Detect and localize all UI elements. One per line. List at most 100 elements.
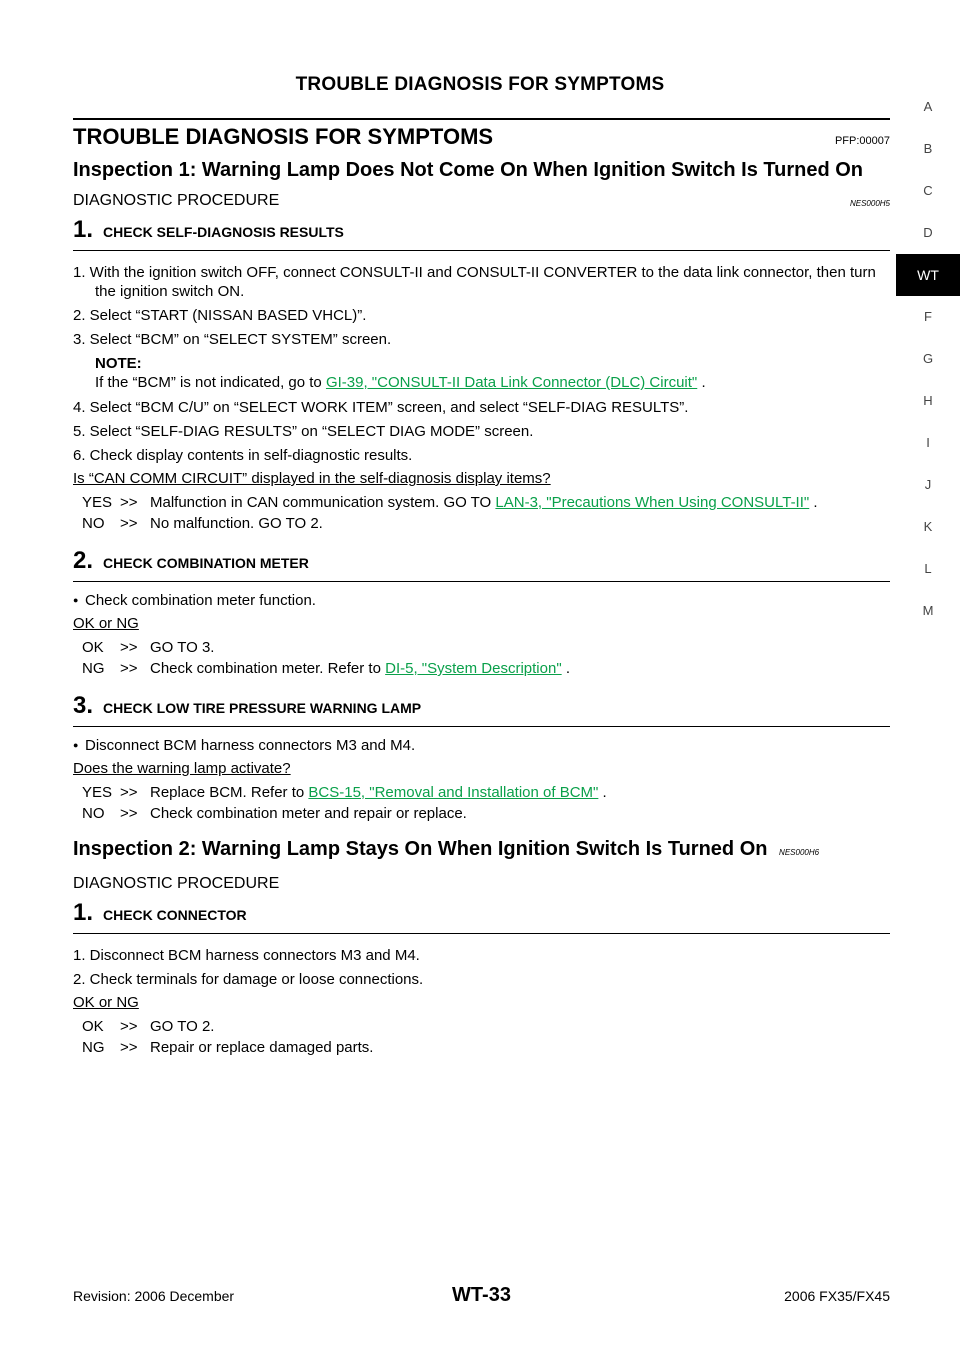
answer-text: Malfunction in CAN communication system.… [150, 494, 492, 511]
answer-text: GO TO 2. [150, 1018, 215, 1035]
link-gi-39[interactable]: GI-39, "CONSULT-II Data Link Connector (… [325, 374, 698, 391]
answer-label: NO [82, 805, 105, 822]
answer-yes: YES >> Malfunction in CAN communication … [82, 493, 890, 512]
arrow: >> [120, 515, 138, 532]
step-number: 2. [73, 547, 94, 574]
answer-content: Check combination meter. Refer to DI-5, … [150, 659, 570, 678]
tab-f[interactable]: F [924, 309, 932, 324]
answer-ng: NG >> Check combination meter. Refer to … [82, 659, 890, 678]
arrow: >> [120, 1018, 138, 1035]
answer-label: YES [82, 784, 113, 801]
list-item: 3. Select “BCM” on “SELECT SYSTEM” scree… [73, 331, 392, 348]
step-number: 3. [73, 692, 94, 719]
page-footer: Revision: 2006 December WT-33 2006 FX35/… [73, 1284, 890, 1308]
inspection-1-code: NES000H5 [849, 199, 890, 208]
note-text: If the “BCM” is not indicated, go to [95, 374, 322, 391]
tab-b[interactable]: B [923, 141, 933, 156]
section-title: TROUBLE DIAGNOSIS FOR SYMPTOMS PFP:00007 [73, 118, 890, 150]
link-bcs-15[interactable]: BCS-15, "Removal and Installation of BCM… [308, 784, 599, 801]
list-item: 6. Check display contents in self-diagno… [73, 447, 413, 464]
arrow: >> [120, 784, 138, 801]
page-number: WT-33 [452, 1284, 511, 1306]
inspection-1-title: Inspection 1: Warning Lamp Does Not Come… [73, 158, 890, 208]
arrow: >> [120, 805, 138, 822]
step-2-header: 2. CHECK COMBINATION METER [73, 547, 890, 582]
step-3-header: 3. CHECK LOW TIRE PRESSURE WARNING LAMP [73, 692, 890, 727]
step-number: 1. [73, 216, 94, 243]
answer-no: NO >> Check combination meter and repair… [82, 804, 890, 823]
answer-text: Check combination meter and repair or re… [150, 805, 467, 822]
answer-ok: OK >> GO TO 3. [82, 638, 890, 657]
tab-j[interactable]: J [924, 477, 932, 492]
step-1-header: 1. CHECK SELF-DIAGNOSIS RESULTS [73, 216, 890, 251]
arrow: >> [120, 1039, 138, 1056]
answer-label: NG [82, 660, 105, 677]
tab-c[interactable]: C [923, 183, 933, 198]
inspection-2-answers: OK >> GO TO 2. NG >> Repair or replace d… [73, 1017, 890, 1057]
answer-end: . [813, 494, 818, 511]
answer-text: Check combination meter. Refer to [150, 660, 381, 677]
step-1-answers: YES >> Malfunction in CAN communication … [73, 493, 890, 533]
step-3-answers: YES >> Replace BCM. Refer to BCS-15, "Re… [73, 783, 890, 823]
revision-text: Revision: 2006 December [73, 1288, 235, 1304]
step-1-list: 1. With the ignition switch OFF, connect… [73, 263, 890, 349]
answer-end: . [602, 784, 607, 801]
inspection-2-code: NES000H6 [779, 848, 820, 857]
answer-no: NO >> No malfunction. GO TO 2. [82, 514, 890, 533]
arrow: >> [120, 494, 138, 511]
answer-text: Replace BCM. Refer to [150, 784, 305, 801]
arrow: >> [120, 639, 138, 656]
answer-label: NO [82, 515, 105, 532]
step-title: CHECK SELF-DIAGNOSIS RESULTS [103, 224, 344, 240]
step-1-question: Is “CAN COMM CIRCUIT” displayed in the s… [73, 470, 551, 487]
arrow: >> [120, 660, 138, 677]
tab-g[interactable]: G [922, 351, 934, 366]
inspection-2-title: Inspection 2: Warning Lamp Stays On When… [73, 837, 890, 865]
answer-ok: OK >> GO TO 2. [82, 1017, 890, 1036]
list-item: 4. Select “BCM C/U” on “SELECT WORK ITEM… [73, 399, 689, 416]
answer-label: OK [82, 639, 104, 656]
tab-h[interactable]: H [923, 393, 933, 408]
answer-text: Repair or replace damaged parts. [150, 1039, 374, 1056]
link-lan-3[interactable]: LAN-3, "Precautions When Using CONSULT-I… [495, 494, 810, 511]
bullet-item: Disconnect BCM harness connectors M3 and… [73, 737, 890, 754]
answer-label: YES [82, 494, 113, 511]
section-index-tabs: A B C D WT F G H I J K L M [896, 86, 960, 632]
tab-k[interactable]: K [923, 519, 933, 534]
bullet-item: Check combination meter function. [73, 592, 890, 609]
step-1-list-continued: 4. Select “BCM C/U” on “SELECT WORK ITEM… [73, 398, 890, 465]
tab-d[interactable]: D [923, 225, 933, 240]
step-2-answers: OK >> GO TO 3. NG >> Check combination m… [73, 638, 890, 678]
step-title: CHECK COMBINATION METER [103, 555, 309, 571]
answer-end: . [565, 660, 570, 677]
answer-content: Malfunction in CAN communication system.… [150, 493, 870, 512]
tab-i[interactable]: I [926, 435, 930, 450]
tab-wt[interactable]: WT [896, 254, 960, 296]
step-1-header: 1. CHECK CONNECTOR [73, 899, 890, 934]
tab-l[interactable]: L [924, 561, 932, 576]
link-di-5[interactable]: DI-5, "System Description" [385, 660, 562, 677]
list-item: 5. Select “SELF-DIAG RESULTS” on “SELECT… [73, 423, 534, 440]
step-2-question: OK or NG [73, 615, 139, 632]
note-label: NOTE: [95, 355, 142, 372]
model-text: 2006 FX35/FX45 [784, 1288, 890, 1304]
step-title: CHECK CONNECTOR [103, 907, 247, 923]
list-item: 1. Disconnect BCM harness connectors M3 … [73, 947, 420, 964]
answer-content: Replace BCM. Refer to BCS-15, "Removal a… [150, 783, 607, 802]
step-number: 1. [73, 899, 94, 926]
answer-text: GO TO 3. [150, 639, 215, 656]
tab-m[interactable]: M [922, 603, 934, 618]
tab-a[interactable]: A [923, 99, 933, 114]
inspection-2-question: OK or NG [73, 994, 139, 1011]
answer-yes: YES >> Replace BCM. Refer to BCS-15, "Re… [82, 783, 890, 802]
inspection-1-title-text: Inspection 1: Warning Lamp Does Not Come… [73, 159, 864, 181]
inspection-2-title-text: Inspection 2: Warning Lamp Stays On When… [73, 838, 768, 860]
page-header: TROUBLE DIAGNOSIS FOR SYMPTOMS [295, 74, 665, 95]
note: NOTE: If the “BCM” is not indicated, go … [73, 354, 890, 392]
pfp-code: PFP:00007 [834, 135, 890, 147]
diagnostic-procedure-label: DIAGNOSTIC PROCEDURE [73, 192, 280, 209]
diagnostic-procedure-label: DIAGNOSTIC PROCEDURE [73, 875, 280, 892]
main-content: TROUBLE DIAGNOSIS FOR SYMPTOMS PFP:00007… [73, 118, 890, 1059]
answer-ng: NG >> Repair or replace damaged parts. [82, 1038, 890, 1057]
list-item: 1. With the ignition switch OFF, connect… [73, 264, 876, 300]
